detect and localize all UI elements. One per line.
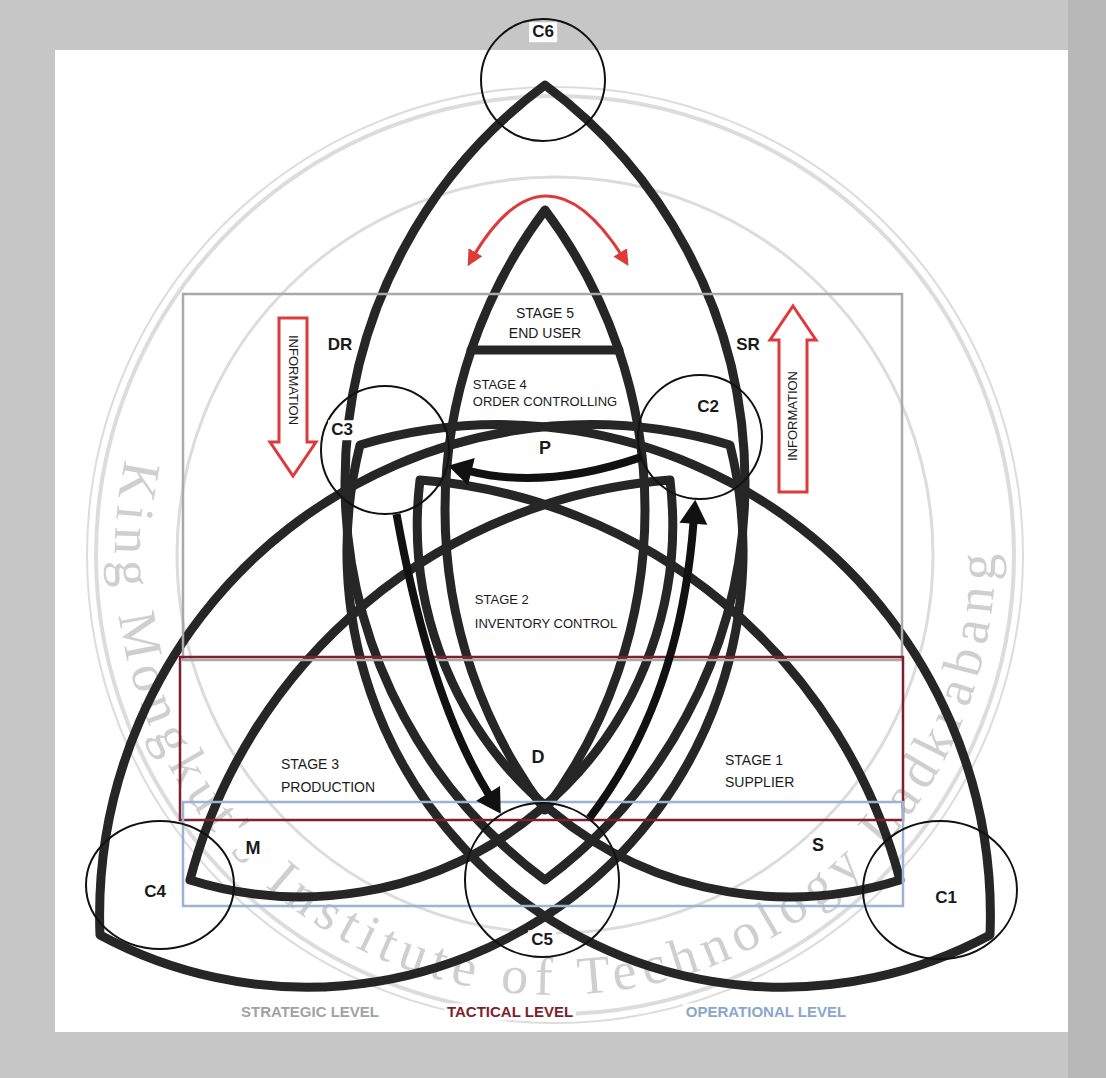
text-line: STAGE 2 [475,588,617,612]
knot-lobe [190,480,673,897]
flow-letter: S [809,835,827,856]
flow-arrow [589,500,707,818]
circle-label: C1 [932,888,960,908]
arrow-label: INFORMATION [786,371,801,461]
circle-label: C5 [528,930,556,950]
circle-outline [481,19,605,141]
circle-outline [86,821,234,949]
flow-letter: SR [733,335,763,355]
flow-arrow-line [397,514,490,795]
triquetra-knot [100,85,991,987]
flow-arrow [448,457,640,485]
text-line: STAGE 3 [281,753,375,776]
stage-label: STAGE 5 END USER [506,303,584,343]
connector-circle: C1 [862,820,1018,960]
connector-circle: C6 [480,18,606,142]
watermark-seal [87,87,1023,1023]
strategic-band [183,294,902,660]
tactical-band [180,657,903,820]
circle-outline [320,385,450,515]
information-arrow: INFORMATION [270,318,316,476]
text-line: STAGE 4 [473,376,617,393]
circle-outline [638,375,762,499]
knot-lobe [417,480,900,897]
circle-label: C4 [141,882,169,902]
level-label: TACTICAL LEVEL [444,1003,576,1020]
stage-label: STAGE 4 ORDER CONTROLLING [470,376,620,410]
seal-ring [87,87,1023,1023]
cycle-arrow [470,196,626,262]
arrow-outline [770,306,816,492]
circle-label: C3 [328,420,356,440]
text-line: STAGE 5 [509,303,581,323]
circle-outline [321,386,449,514]
information-arrow: INFORMATION [770,306,816,492]
arrow-label: INFORMATION [286,335,301,425]
flow-arrow [397,514,501,814]
connector-circle: C3 [320,385,450,515]
text-line: END USER [509,323,581,343]
arrow-head [679,500,707,525]
text-line: INVENTORY CONTROL [475,612,617,636]
level-label: STRATEGIC LEVEL [238,1003,382,1020]
level-label: OPERATIONAL LEVEL [683,1003,849,1020]
text-line: PRODUCTION [281,776,375,799]
grey-margin [1068,0,1106,1078]
arrow-head [476,786,501,814]
operational-band [183,802,903,906]
circle-label: C6 [529,22,557,42]
flow-letter: D [529,747,548,768]
connector-circle: C4 [85,820,235,950]
flow-arrow-line [589,522,693,818]
flow-letter: M [243,838,264,859]
stage-label: STAGE 2 INVENTORY CONTROL [472,588,620,636]
arrow-outline [270,318,316,476]
circle-label: C2 [694,397,722,417]
text-line: ORDER CONTROLLING [473,393,617,410]
connector-circle: C2 [637,374,763,500]
flow-arrow-line [469,457,640,478]
flow-letter: DR [325,335,356,355]
connector-circle: C5 [464,802,620,958]
text-line: SUPPLIER [725,771,794,793]
text-line: STAGE 1 [725,749,794,771]
flow-letter: P [536,438,554,459]
circle-outline [465,803,619,957]
stage-label: STAGE 1 SUPPLIER [722,749,797,793]
circle-outline [863,821,1017,959]
arrow-head [448,458,475,485]
stage-label: STAGE 3 PRODUCTION [278,753,378,799]
seal-ring [177,177,933,933]
circle-outline [637,374,763,500]
knot-lobe [347,425,990,987]
knot-bar [471,346,619,355]
